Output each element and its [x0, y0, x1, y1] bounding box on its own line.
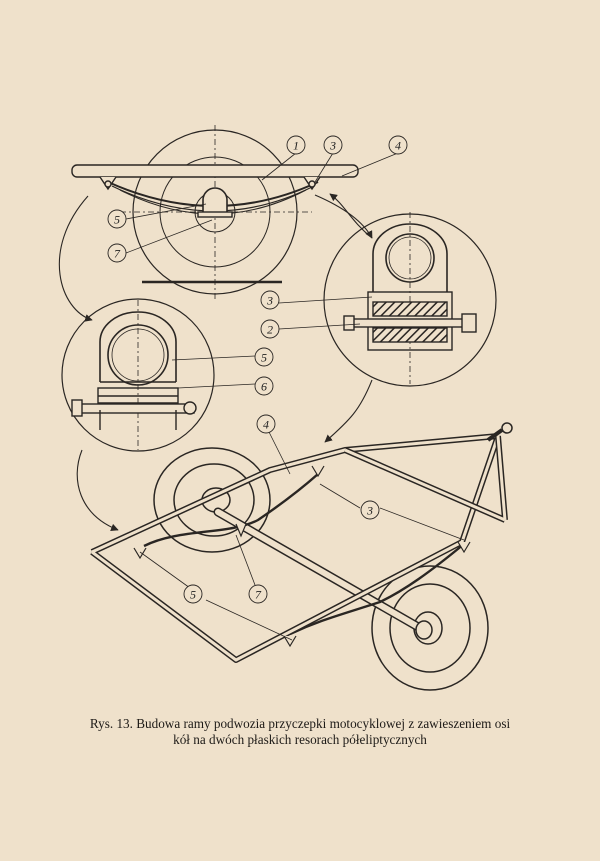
- callout-circle-5-top: [107, 209, 127, 229]
- callout-5-left: 5: [261, 351, 267, 365]
- callout-circle-1: [286, 135, 306, 155]
- tube-section-left: [107, 324, 169, 386]
- axle-clamp: [202, 187, 228, 214]
- wheel-right-rim: [389, 583, 471, 673]
- callout-4-top: 4: [395, 139, 401, 153]
- rubber-bushing-bottom: [372, 327, 448, 343]
- callout-3-right: 3: [266, 294, 273, 308]
- trailer-frame-figure: 1 3 4 5 7 3 2 5 6 4 3 5 7: [58, 125, 513, 691]
- trailer-frame-isometric: [90, 422, 513, 691]
- spring-left-iso: [143, 473, 319, 548]
- callout-circle-3-iso: [360, 500, 380, 520]
- arrow-to-front-shackle: [76, 449, 119, 532]
- figure-caption: Rys. 13. Budowa ramy podwozia przyczepki…: [40, 716, 560, 748]
- hitch: [501, 422, 513, 434]
- callout-7-top: 7: [114, 247, 121, 261]
- callout-4-iso: 4: [263, 418, 269, 432]
- callout-circle-5-left: [254, 347, 274, 367]
- arrow-to-left-detail: [58, 195, 93, 322]
- callout-circle-3-top: [323, 135, 343, 155]
- rubber-bushing-top: [372, 301, 448, 317]
- callout-6-left: 6: [261, 380, 267, 394]
- bushing-detail: [323, 212, 497, 387]
- callout-3-iso: 3: [366, 504, 373, 518]
- frame-tube-side: [71, 164, 359, 178]
- caption-line-1: Rys. 13. Budowa ramy podwozia przyczepki…: [89, 716, 511, 731]
- callout-circle-3-right: [260, 290, 280, 310]
- callout-5-iso: 5: [190, 588, 196, 602]
- bracket-right: [372, 223, 448, 292]
- callout-circle-4-iso: [256, 414, 276, 434]
- reference-arrows: [58, 193, 373, 532]
- callout-circle-2-right: [260, 319, 280, 339]
- tube-section-right: [385, 233, 435, 283]
- callout-circle-7-top: [107, 243, 127, 263]
- bracket-left: [99, 311, 177, 382]
- wheel-left-rim: [173, 463, 255, 537]
- shackle-detail: [61, 298, 215, 452]
- callout-5-top: 5: [114, 213, 120, 227]
- bolt-right: [351, 318, 469, 328]
- callout-circle-6-left: [254, 376, 274, 396]
- caption-line-2: kół na dwóch płaskich resorach półelipty…: [173, 732, 427, 747]
- spring-side-view: [71, 125, 359, 300]
- callout-2-right: 2: [267, 323, 273, 337]
- spring-right-iso: [289, 543, 465, 636]
- callout-circle-4-top: [388, 135, 408, 155]
- callout-3-top: 3: [329, 139, 336, 153]
- callout-circle-5-iso: [183, 584, 203, 604]
- callout-circle-7-iso: [248, 584, 268, 604]
- callout-1: 1: [293, 139, 299, 153]
- callouts: 1 3 4 5 7 3 2 5 6 4 3 5 7: [107, 135, 465, 641]
- arrow-to-right-detail: [314, 194, 373, 239]
- arrow-to-rear-shackle: [324, 379, 373, 443]
- callout-7-iso: 7: [255, 588, 262, 602]
